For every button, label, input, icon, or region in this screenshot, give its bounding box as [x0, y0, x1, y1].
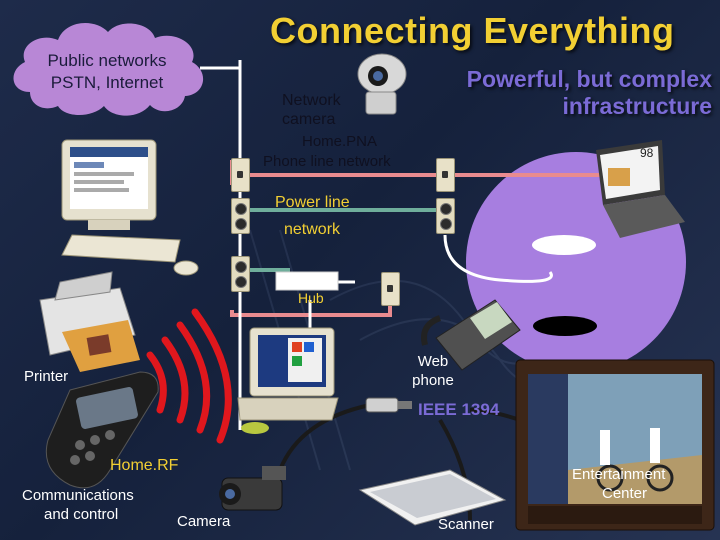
- wall-outlet-icon: [231, 158, 250, 192]
- slide-subtitle: Powerful, but complex infrastructure: [466, 66, 712, 119]
- television-icon: [515, 359, 715, 531]
- cloud-label-pstn-internet: PSTN, Internet: [50, 73, 164, 92]
- web-phone-icon: [421, 299, 521, 371]
- label-ieee1394: IEEE 1394: [418, 400, 500, 419]
- printer-icon: [39, 271, 140, 372]
- scanner-icon: [358, 469, 507, 526]
- label-printer: Printer: [24, 368, 69, 385]
- power-outlet-icon: [231, 198, 250, 234]
- label-camera: Camera: [177, 513, 231, 530]
- power-outlet-icon: [436, 198, 455, 234]
- label-communications: Communications: [22, 487, 134, 504]
- video-camera-icon: [219, 466, 286, 511]
- hub-icon: [275, 271, 339, 291]
- desktop-computer-icon-center: [237, 327, 339, 434]
- wall-outlet-icon: [436, 158, 455, 192]
- label-center: Center: [602, 485, 648, 502]
- wall-outlet-icon: [381, 272, 400, 306]
- homerf-waves: [146, 308, 232, 444]
- purple-zone-white-oval: [532, 235, 596, 255]
- label-entertainment: Entertainment: [572, 466, 666, 483]
- cloud-label-public-networks: Public networks: [47, 51, 167, 70]
- label-network-camera: Network camera: [282, 92, 341, 128]
- laptop-screen-text: 98: [640, 146, 654, 160]
- label-web-phone: Web phone: [412, 353, 454, 389]
- network-camera-icon: [357, 53, 407, 115]
- power-outlet-icon: [231, 256, 250, 292]
- label-homepna: Home.PNA: [302, 133, 378, 150]
- desktop-computer-icon: [61, 139, 157, 230]
- label-power-line: Power line: [275, 194, 350, 211]
- purple-zone-black-oval: [533, 316, 597, 336]
- label-scanner: Scanner: [438, 516, 494, 533]
- cloud-icon: [13, 22, 204, 116]
- remote-control-icon: [45, 371, 159, 489]
- label-phone-line-network: Phone line network: [263, 153, 391, 170]
- power-line-wiring: [250, 208, 440, 272]
- keyboard-icon: [61, 234, 181, 263]
- laptop-icon: [596, 140, 685, 238]
- label-homerf: Home.RF: [110, 457, 179, 474]
- label-and-control: and control: [44, 506, 119, 523]
- mouse-icon: [173, 260, 199, 276]
- firewire-cable-icon: [365, 397, 412, 413]
- label-network: network: [284, 221, 341, 238]
- slide-title: Connecting Everything: [270, 10, 675, 51]
- label-hub: Hub: [298, 290, 324, 306]
